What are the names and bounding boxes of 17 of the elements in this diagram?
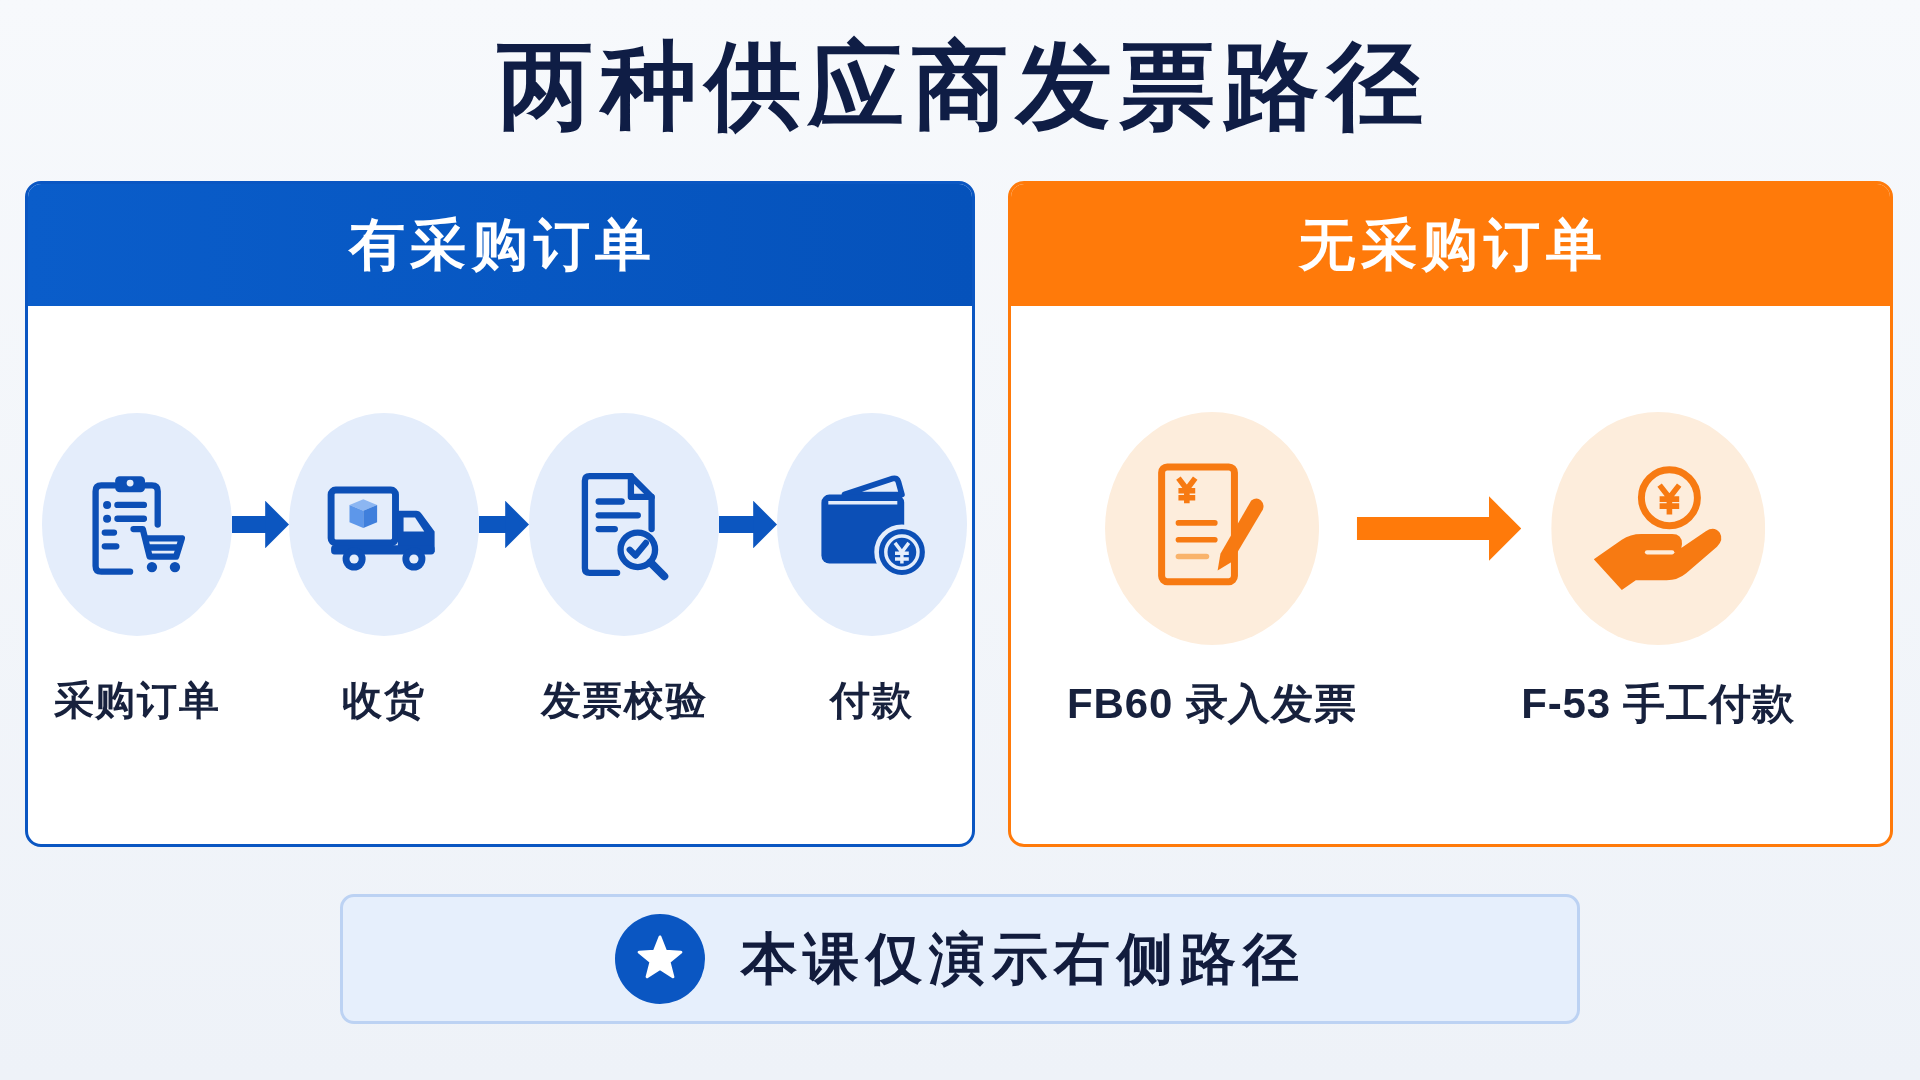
- step-label: 采购订单: [53, 680, 221, 720]
- step-label: 发票校验: [540, 680, 708, 720]
- step-label: 收货: [342, 680, 426, 720]
- process-panel: [1008, 181, 1893, 847]
- step-label: FB60 录入发票: [1067, 683, 1357, 725]
- panel-header: 有采购订单: [28, 184, 972, 306]
- note-banner: [340, 894, 1580, 1024]
- diagram-title: 两种供应商发票路径: [496, 38, 1431, 134]
- note-text: 本课仅演示右侧路径: [740, 931, 1306, 987]
- step-label: F-53 手工付款: [1521, 683, 1795, 725]
- arrow: [1356, 496, 1522, 561]
- arrow: [719, 500, 777, 549]
- step-label: 付款: [830, 680, 914, 720]
- process-panel: [25, 181, 975, 847]
- arrow: [232, 500, 289, 549]
- arrow: [479, 500, 529, 549]
- panel-header: 无采购订单: [1011, 184, 1890, 306]
